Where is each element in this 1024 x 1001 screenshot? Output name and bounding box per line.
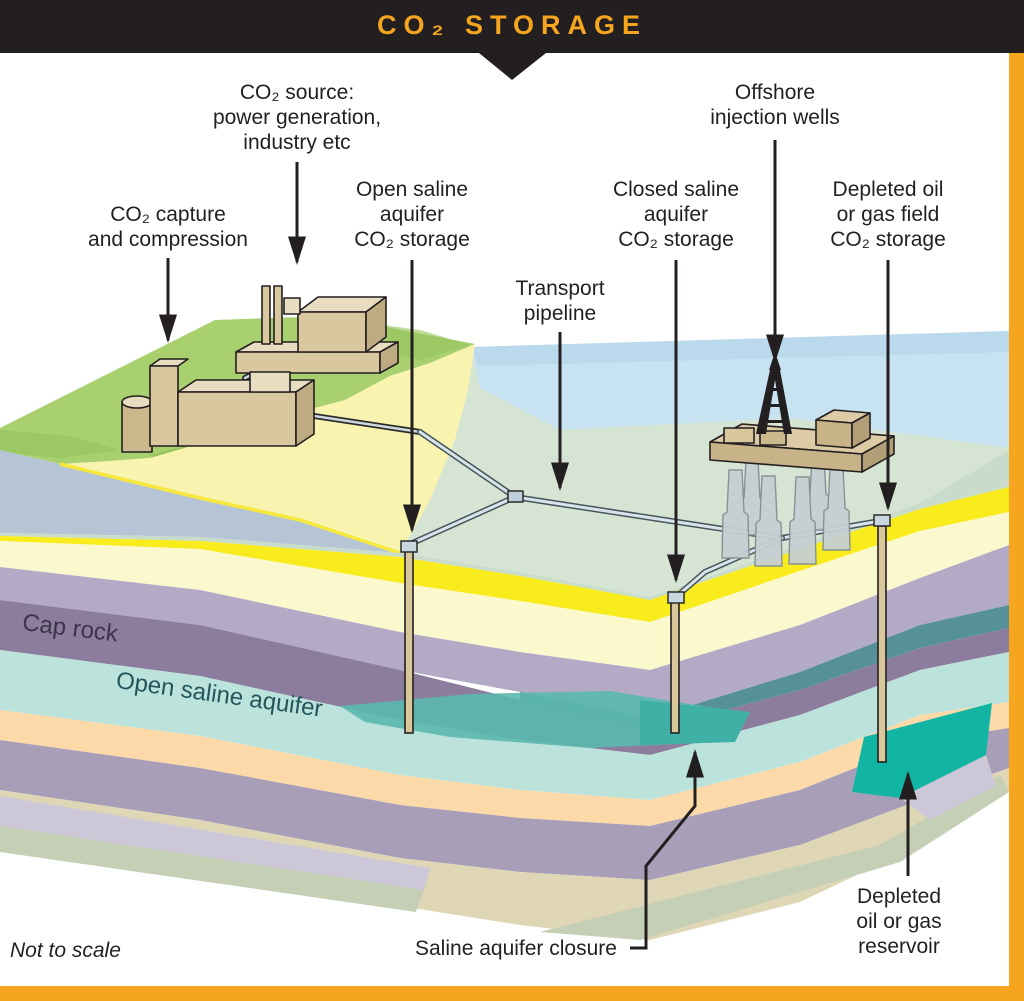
factory-base-front	[235, 351, 381, 374]
injection-well-depleted-field	[877, 525, 887, 763]
layer-sea-horizon	[472, 331, 1009, 366]
frame-right	[1009, 53, 1024, 1001]
wellhead	[873, 514, 891, 527]
bottom-wedge-gray-right	[900, 755, 996, 820]
deck-module-long-front	[815, 419, 853, 449]
deck-module	[723, 427, 755, 444]
label-not-to-scale: Not to scale	[10, 939, 121, 962]
platform-leg	[788, 476, 817, 565]
label-depleted-field-storage: Depleted oil or gas field CO₂ storage	[830, 178, 946, 251]
bottom-wedge-graylav	[0, 796, 430, 890]
factory-chimney	[261, 285, 271, 345]
frame-bottom	[0, 986, 1024, 1001]
compression-station-illustration	[121, 358, 315, 453]
derrick-bar	[762, 420, 786, 423]
wellhead	[400, 540, 418, 553]
label-depleted-reservoir: Depleted oil or gas reservoir	[856, 885, 942, 958]
layer-open-saline-aquifer	[0, 650, 1009, 800]
derrick-bar	[768, 388, 781, 391]
deck-side	[861, 435, 895, 473]
layer-lavender	[0, 545, 1009, 718]
layer-teal-gray	[520, 605, 1009, 730]
header-bar: CO₂ STORAGE	[0, 0, 1024, 53]
platform-leg	[822, 467, 851, 551]
sand-seam	[59, 462, 401, 555]
bottom-wedge-sage-right	[540, 775, 1009, 940]
platform-leg	[754, 475, 783, 567]
injection-well-closed-aquifer	[670, 601, 680, 734]
station-tower-front	[149, 365, 179, 447]
layer-underwater-slope	[0, 450, 400, 553]
layer-pale-yellow	[0, 512, 1009, 670]
station-tank	[121, 401, 153, 453]
land-green-patch	[0, 430, 120, 458]
label-saline-closure: Saline aquifer closure	[415, 937, 617, 960]
factory-hall-side	[365, 296, 387, 353]
platform-deck	[709, 409, 895, 473]
label-closed-saline-storage: Closed saline aquifer CO₂ storage	[612, 178, 740, 251]
deck-module	[759, 430, 787, 446]
label-co2-source: CO₂ source: power generation, industry e…	[212, 81, 382, 154]
station-hall-top	[177, 379, 315, 393]
injection-well-open-aquifer	[404, 549, 414, 734]
layer-cap-rock	[0, 600, 1009, 755]
layer-aquifer-closure-dark	[640, 700, 750, 745]
factory-annex	[283, 297, 301, 315]
label-offshore-wells: Offshore injection wells	[710, 81, 840, 129]
factory-hall-front	[297, 311, 367, 353]
injection-wells	[400, 514, 891, 763]
wellhead	[667, 591, 685, 604]
label-arrows	[159, 140, 917, 950]
platform-illustration	[709, 358, 895, 567]
derrick-bar	[765, 404, 783, 407]
page-title: CO₂ STORAGE	[376, 10, 648, 40]
station-tank-top	[121, 395, 153, 409]
pipeline-branch-open-aquifer	[406, 495, 517, 547]
deck-module-long-side	[851, 412, 871, 449]
layer-lavender-2	[0, 728, 1009, 880]
factory-chimney	[273, 285, 283, 345]
derrick-tower	[756, 370, 792, 434]
header-pointer	[479, 53, 546, 80]
station-hall-front	[177, 391, 297, 447]
platform-leg	[721, 469, 750, 559]
station-top-box	[249, 371, 291, 393]
bottom-wedge-sage	[0, 826, 424, 912]
label-arrow	[630, 749, 704, 950]
factory-base-side	[379, 341, 399, 374]
station-hall-side	[295, 379, 315, 447]
label-transport-pipeline: Transport pipeline	[515, 277, 605, 325]
layer-peach	[0, 702, 1009, 826]
factory-illustration	[235, 285, 399, 374]
layer-beach-sand	[60, 344, 475, 553]
label-open-saline-storage: Open saline aquifer CO₂ storage	[354, 178, 470, 251]
layer-depleted-reservoir	[852, 703, 992, 798]
pipeline-junction	[507, 490, 524, 503]
label-co2-capture: CO₂ capture and compression	[88, 203, 248, 251]
platform-legs	[721, 457, 851, 567]
